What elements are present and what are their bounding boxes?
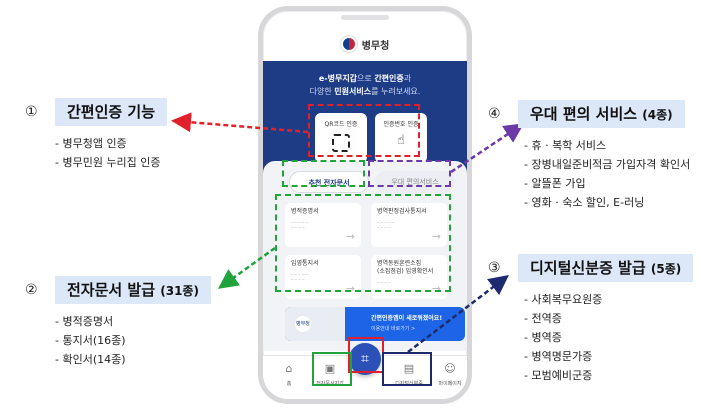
arrow-right-icon: → [345, 282, 355, 295]
nav-label: 홈 [286, 381, 292, 387]
doc-card[interactable]: 병역동원훈련소집 (소집점검) 입영확인서 ─ ─ ─ ─ → [371, 255, 447, 299]
list-item: - 병역명문가증 [524, 350, 593, 363]
callout-count: (4종) [642, 108, 673, 122]
list-item: - 확인서(14종) [55, 353, 126, 366]
tab-recommended-docs[interactable]: 추천 전자문서 [289, 171, 369, 193]
callout-title: 디지털신분증 발급 (5종) [518, 254, 694, 282]
list-item: - 영화 · 숙소 할인, E-러닝 [524, 196, 645, 209]
doc-placeholder-lines: ─ ─ ─ ─ ── ─ ─ ─ [291, 272, 309, 282]
list-item: - 사회복무요원증 [524, 293, 603, 306]
hero-line-1: e-병무지갑으로 간편인증과 [263, 73, 467, 84]
callout-easy-auth: ① 간편인증 기능 - 병무청앱 인증 - 병무민원 누리집 인증 [25, 98, 168, 172]
banner-badge: 병무청 [295, 316, 311, 332]
callout-title: 간편인증 기능 [55, 98, 168, 126]
hero-line-2: 다양한 민원서비스를 누려보세요. [263, 86, 467, 97]
doc-placeholder-lines: ─ ─ ─ ─ [377, 280, 391, 285]
doc-card[interactable]: 병적증명서 ─ ─ ─ ─ ── ─ ─ ─ → [285, 203, 361, 247]
callout-list: - 병무청앱 인증 - 병무민원 누리집 인증 [55, 134, 167, 172]
wallet-icon: ▣ [324, 362, 336, 375]
phone-mockup: 병무청 e-병무지갑으로 간편인증과 다양한 민원서비스를 누려보세요. QR코… [258, 6, 472, 404]
hero-strong-service: 민원서비스 [334, 87, 372, 96]
arrow-right-icon: → [431, 230, 441, 243]
callout-title-text: 전자문서 발급 [67, 281, 161, 299]
callout-number: ③ [488, 260, 501, 276]
callout-number: ② [25, 282, 38, 298]
list-item: - 휴 · 복학 서비스 [524, 139, 607, 152]
list-item: - 모범예비군증 [524, 369, 593, 382]
user-icon: ☺ [444, 362, 456, 375]
tab-benefit-services[interactable]: 우대 편의서비스 [375, 171, 455, 193]
callout-number: ④ [488, 106, 501, 122]
arrow-right-icon: → [345, 230, 355, 243]
list-item: - 알뜰폰 가입 [524, 177, 586, 190]
callout-title-text: 간편인증 기능 [67, 103, 156, 121]
arrow-right-icon: → [431, 282, 441, 295]
pin-auth-label: 인증번호 인증 [383, 121, 419, 128]
doc-title: 병역동원훈련소집 (소집점검) 입영확인서 [377, 260, 434, 275]
list-item: - 장병내일준비적금 가입자격 확인서 [524, 158, 691, 171]
list-item: - 병역증 [524, 331, 562, 344]
callout-title-text: 디지털신분증 발급 [530, 259, 651, 277]
callout-title: 우대 편의 서비스 (4종) [518, 100, 685, 128]
doc-card[interactable]: 입영통지서 ─ ─ ─ ─ ── ─ ─ ─ → [285, 255, 361, 299]
callout-e-docs: ② 전자문서 발급 (31종) - 병적증명서 - 통지서(16종) - 확인서… [25, 276, 211, 369]
hero-text: 으로 [357, 74, 375, 83]
callout-head: ② 전자문서 발급 (31종) [25, 276, 211, 304]
app-topbar: 병무청 [263, 27, 467, 61]
phone-notch [341, 15, 389, 20]
hero-app-name: e-병무지갑 [318, 74, 358, 83]
list-item: - 병무청앱 인증 [55, 137, 127, 150]
qr-scan-icon: ⌗ [361, 351, 369, 367]
qr-scan-fab[interactable]: ⌗ [349, 343, 381, 375]
list-item: - 병적증명서 [55, 315, 114, 328]
doc-title: 입영통지서 [291, 260, 319, 267]
qr-code-icon [332, 134, 350, 152]
doc-placeholder-lines: ─ ─ ─ ─ ── ─ ─ ─ [291, 220, 309, 230]
qr-auth-button[interactable]: QR코드 인증 [315, 113, 367, 163]
nav-digital-id[interactable]: ▤ 디지털신분증 [385, 362, 433, 387]
hero-text: 다양한 [309, 87, 335, 96]
callout-list: - 병적증명서 - 통지서(16종) - 확인서(14종) [55, 312, 211, 369]
callout-title: 전자문서 발급 (31종) [55, 276, 211, 304]
nav-label: 마이페이지 [438, 381, 462, 387]
list-item: - 병무민원 누리집 인증 [55, 156, 161, 169]
qr-auth-label: QR코드 인증 [324, 121, 358, 128]
callout-head: ④ 우대 편의 서비스 (4종) [488, 100, 690, 128]
pin-auth-button[interactable]: 인증번호 인증 ☝ [375, 113, 427, 163]
brand-name: 병무청 [361, 40, 390, 52]
nav-label: 전자문서지갑 [316, 381, 344, 387]
banner-title: 간편인증앱이 새로워졌어요! [371, 315, 443, 322]
hero-text: 를 누려보세요. [371, 87, 421, 96]
promo-banner[interactable]: 병무청 간편인증앱이 새로워졌어요! 이용안내 바로가기 > [285, 307, 465, 341]
nav-wallet[interactable]: ▣ 전자문서지갑 [307, 362, 353, 387]
callout-digital-id: ③ 디지털신분증 발급 (5종) - 사회복무요원증 - 전역증 - 병역증 -… [488, 254, 694, 385]
nav-label: 디지털신분증 [395, 381, 423, 387]
nav-mypage[interactable]: ☺ 마이페이지 [435, 362, 465, 387]
callout-count: (31종) [160, 284, 199, 298]
hero-text: 과 [403, 74, 412, 83]
callout-list: - 사회복무요원증 - 전역증 - 병역증 - 병역명문가증 - 모범예비군증 [524, 290, 693, 385]
callout-head: ③ 디지털신분증 발급 (5종) [488, 254, 694, 282]
id-card-icon: ▤ [403, 362, 415, 375]
hero-strong-auth: 간편인증 [374, 74, 404, 83]
banner-link[interactable]: 이용안내 바로가기 > [371, 326, 416, 332]
callout-title-text: 우대 편의 서비스 [530, 105, 643, 123]
callout-benefit-services: ④ 우대 편의 서비스 (4종) - 휴 · 복학 서비스 - 장병내일준비적금… [488, 100, 690, 212]
mma-logo-icon [340, 36, 357, 52]
callout-number: ① [25, 104, 38, 120]
callout-head: ① 간편인증 기능 [25, 98, 168, 126]
doc-title: 병적증명서 [291, 208, 319, 215]
home-icon: ⌂ [285, 362, 293, 375]
callout-list: - 휴 · 복학 서비스 - 장병내일준비적금 가입자격 확인서 - 알뜰폰 가… [524, 136, 690, 212]
callout-count: (5종) [650, 262, 682, 276]
doc-title: 병역판정검사통지서 [377, 208, 427, 215]
list-item: - 통지서(16종) [55, 334, 126, 347]
list-item: - 전역증 [524, 312, 562, 325]
doc-card[interactable]: 병역판정검사통지서 ─ ─ ─ ─ ── ─ ─ ─ → [371, 203, 447, 247]
banner-image-area [285, 307, 345, 341]
keypad-touch-icon: ☝ [397, 133, 405, 148]
doc-placeholder-lines: ─ ─ ─ ─ ── ─ ─ ─ [377, 220, 395, 230]
nav-home[interactable]: ⌂ 홈 [277, 362, 301, 387]
